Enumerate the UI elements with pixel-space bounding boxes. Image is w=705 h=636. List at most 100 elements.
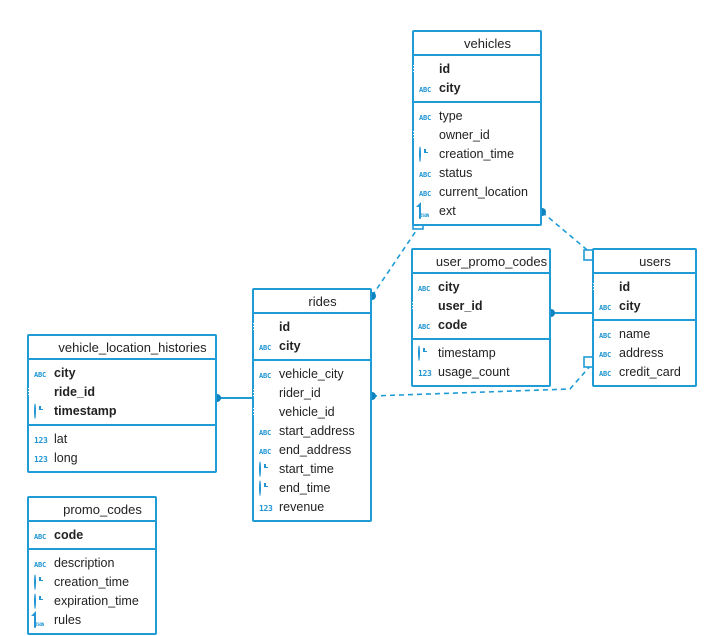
abc-string-icon: ABC [259, 371, 272, 380]
column-label: id [439, 61, 451, 76]
table-icon [287, 294, 302, 308]
column-label: code [438, 317, 468, 332]
clock-icon [259, 460, 274, 477]
column-label: code [54, 527, 84, 542]
primary-key-column[interactable]: id [592, 277, 695, 296]
id-card-icon [252, 405, 274, 419]
entity-name: promo_codes [63, 501, 142, 517]
primary-key-column[interactable]: timestamp [29, 401, 215, 420]
column-label: start_address [279, 423, 355, 438]
abc-string-icon: ABC [259, 343, 272, 352]
column-label: city [438, 279, 460, 294]
column-label: ride_id [54, 384, 95, 399]
table-icon [415, 254, 430, 268]
column-label: current_location [439, 184, 528, 199]
json-file-icon: JSON [34, 611, 49, 628]
column-label: end_address [279, 442, 352, 457]
primary-key-column[interactable]: ride_id [27, 382, 215, 401]
123-number-icon: 123 [259, 503, 273, 513]
column-label: timestamp [438, 345, 496, 360]
column[interactable]: creation_time [414, 144, 540, 163]
primary-key-column[interactable]: id [252, 317, 370, 336]
entity-name: users [639, 253, 671, 269]
column-label: rider_id [279, 385, 321, 400]
abc-string-icon: ABC [599, 369, 612, 378]
column[interactable]: vehicle_id [252, 402, 370, 421]
column[interactable]: end_time [254, 478, 370, 497]
column-label: address [619, 345, 664, 360]
id-card-icon [411, 299, 433, 313]
column-label: vehicle_id [279, 404, 335, 419]
column-label: timestamp [54, 403, 117, 418]
clock-icon [419, 145, 434, 162]
column-label: usage_count [438, 364, 510, 379]
primary-key-column[interactable]: id [412, 59, 540, 78]
entity-name: rides [308, 293, 337, 309]
abc-string-icon: ABC [419, 85, 432, 94]
column-label: expiration_time [54, 593, 139, 608]
primary-key-column[interactable]: ABC code [413, 315, 549, 334]
entity-title-users: users [594, 250, 695, 274]
column[interactable]: timestamp [413, 343, 549, 362]
column[interactable]: rider_id [252, 383, 370, 402]
123-number-icon: 123 [34, 435, 48, 445]
abc-string-icon: ABC [34, 560, 47, 569]
entity-name: vehicles [464, 35, 511, 51]
abc-string-icon: ABC [418, 322, 431, 331]
id-card-icon [412, 128, 434, 142]
primary-key-column[interactable]: user_id [411, 296, 549, 315]
column[interactable]: start_time [254, 459, 370, 478]
relationship-rel-upc-users[interactable] [547, 309, 592, 317]
relationship-rel-vlh-rides[interactable] [213, 394, 252, 402]
column-label: name [619, 326, 651, 341]
column[interactable]: expiration_time [29, 591, 155, 610]
entity-title-rides: rides [254, 290, 370, 314]
column[interactable]: creation_time [29, 572, 155, 591]
column-label: id [279, 319, 291, 334]
column-label: id [619, 279, 631, 294]
column[interactable]: ABC start_address [254, 421, 370, 440]
id-card-icon [252, 320, 274, 334]
entity-title-vehicles: vehicles [414, 32, 540, 56]
abc-string-icon: ABC [259, 428, 272, 437]
column-label: user_id [438, 298, 483, 313]
column-label: end_time [279, 480, 331, 495]
column-label: city [619, 298, 641, 313]
column[interactable]: owner_id [412, 125, 540, 144]
column-label: ext [439, 203, 456, 218]
